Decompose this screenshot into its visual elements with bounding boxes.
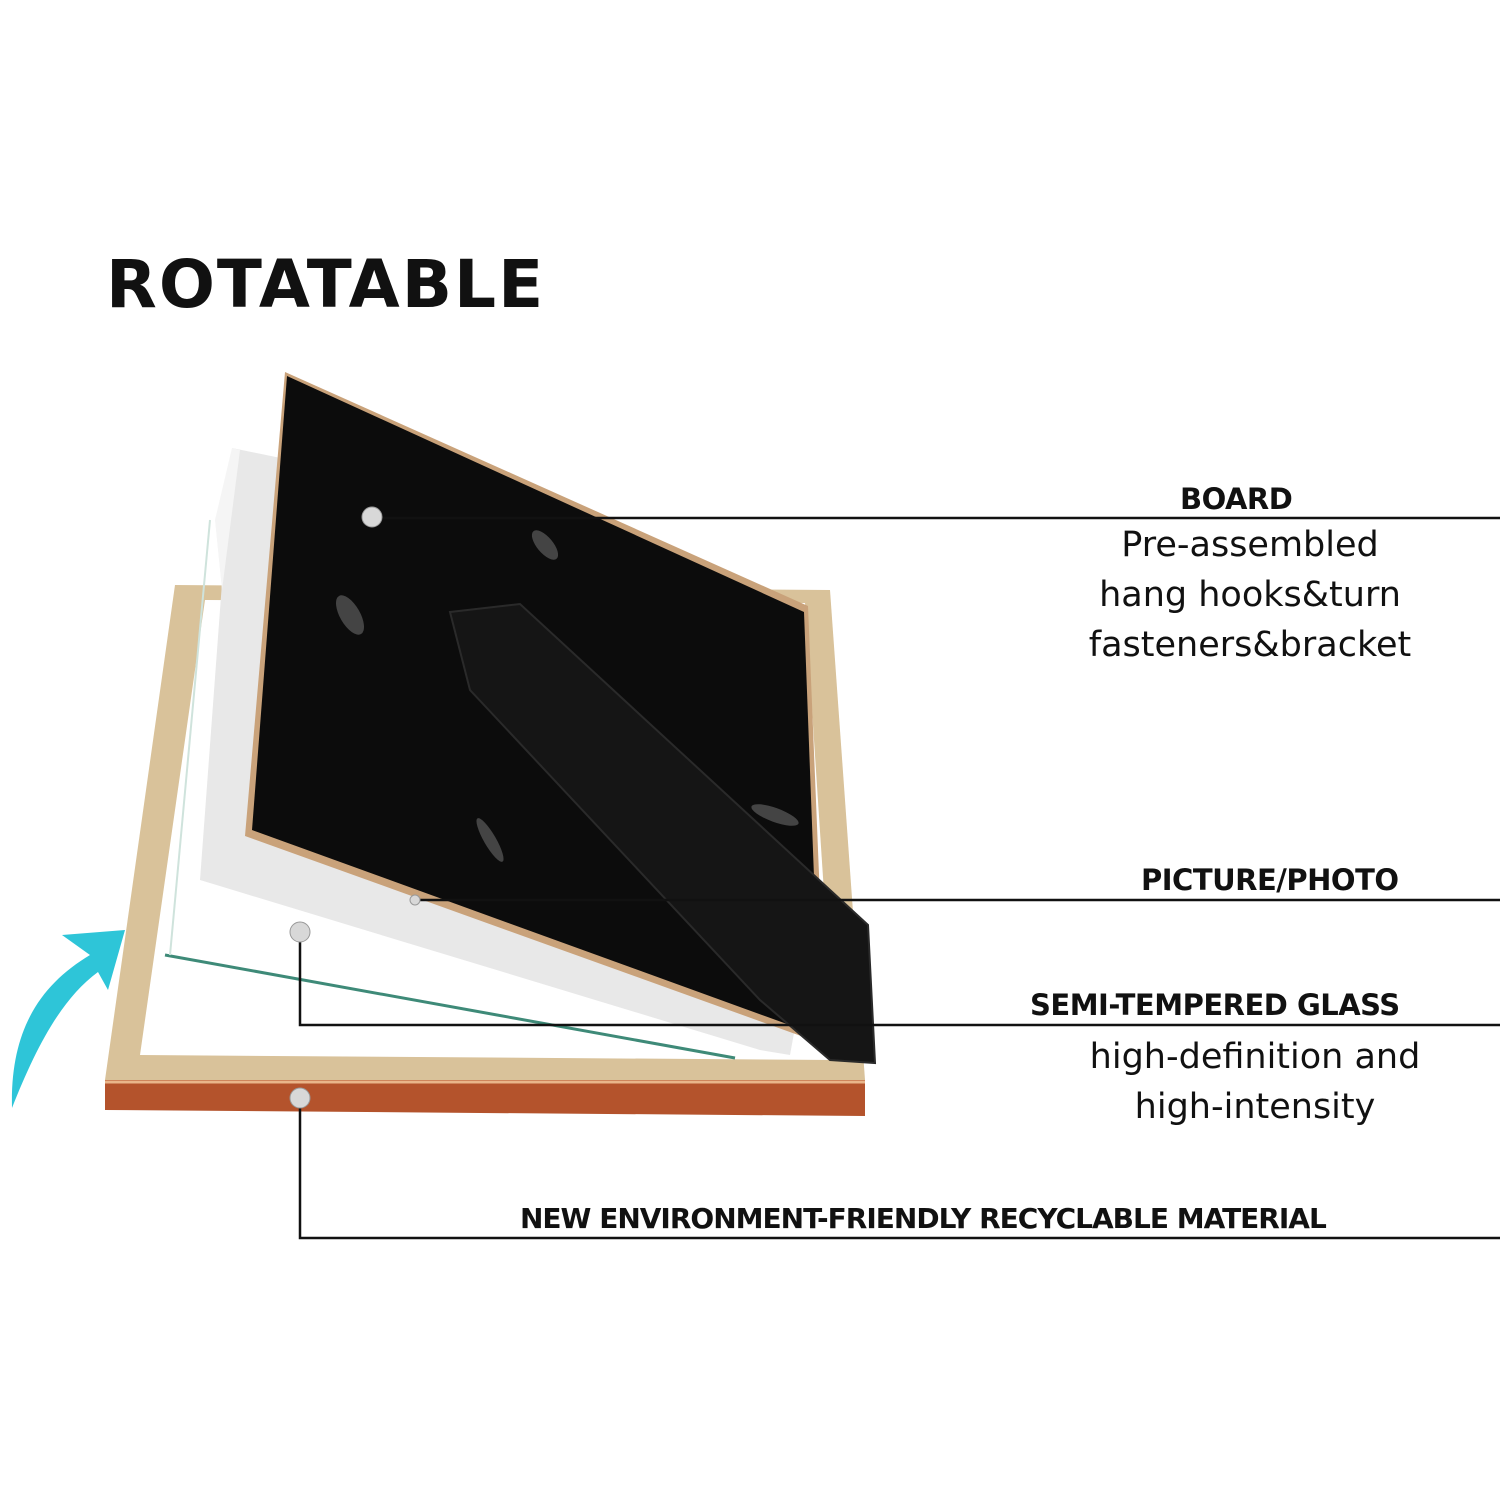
hang-hooks <box>336 530 799 862</box>
frame-front-edge <box>105 1080 865 1116</box>
rotate-arrow-icon <box>11 930 125 1108</box>
glass-heading: SEMI-TEMPERED GLASS <box>1030 988 1400 1022</box>
stand-bracket <box>448 602 877 1065</box>
glass-pane <box>164 953 736 1060</box>
material-heading: NEW ENVIRONMENT-FRIENDLY RECYCLABLE MATE… <box>520 1202 1327 1235</box>
board-line: hang hooks&turn <box>1099 575 1401 615</box>
picture-heading: PICTURE/PHOTO <box>1141 863 1399 897</box>
board-line: Pre-assembled <box>1121 525 1379 565</box>
board-line: fasteners&bracket <box>1088 625 1412 665</box>
callout-dots <box>289 506 421 1109</box>
leader-lines <box>298 516 1500 1240</box>
board-heading: BOARD <box>1180 482 1293 516</box>
glass-description: high-definition and high-intensity <box>1055 1032 1455 1132</box>
board-description: Pre-assembled hang hooks&turn fasteners&… <box>1050 520 1450 670</box>
glass-line: high-intensity <box>1134 1087 1376 1127</box>
page-title: ROTATABLE <box>106 246 546 323</box>
glass-line: high-definition and <box>1089 1037 1421 1077</box>
